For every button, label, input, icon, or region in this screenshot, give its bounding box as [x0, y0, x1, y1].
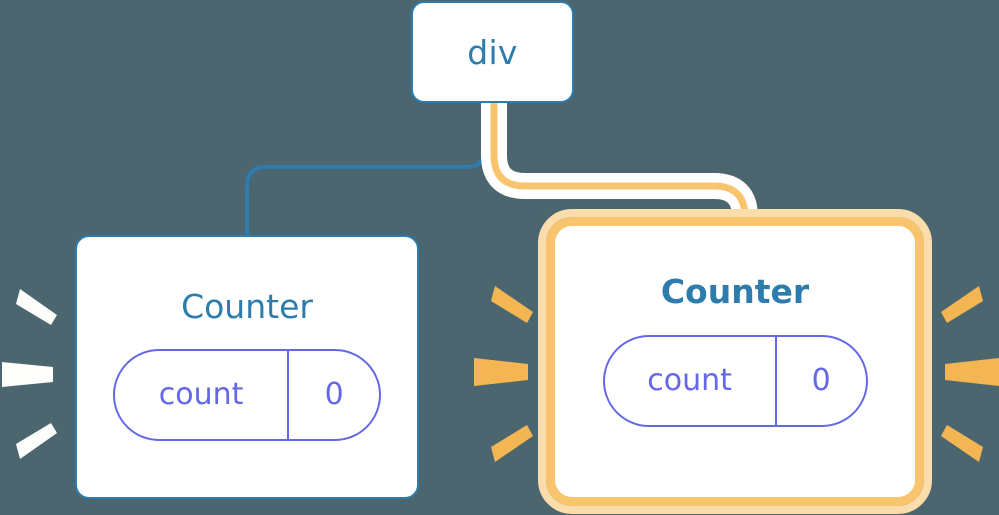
node-counter-right-title: Counter — [660, 272, 810, 311]
node-counter-left[interactable]: Counter count 0 — [75, 235, 419, 499]
state-pill-right[interactable]: count 0 — [602, 335, 868, 427]
state-pill-left[interactable]: count 0 — [113, 349, 381, 441]
state-key-left: count — [115, 351, 290, 439]
sparkle-ray-icon — [2, 289, 57, 459]
node-counter-left-title: Counter — [181, 287, 313, 326]
state-value-right: 0 — [811, 363, 831, 398]
node-counter-right[interactable]: Counter count 0 — [538, 209, 932, 514]
sparkle-ray-icon — [941, 286, 999, 462]
sparkle-ray-icon — [474, 286, 533, 462]
node-div[interactable]: div — [411, 1, 574, 103]
state-key-right: count — [605, 337, 777, 425]
state-value-left: 0 — [324, 377, 344, 412]
node-div-label: div — [467, 32, 518, 72]
edge-div-to-counter-right — [490, 103, 749, 229]
